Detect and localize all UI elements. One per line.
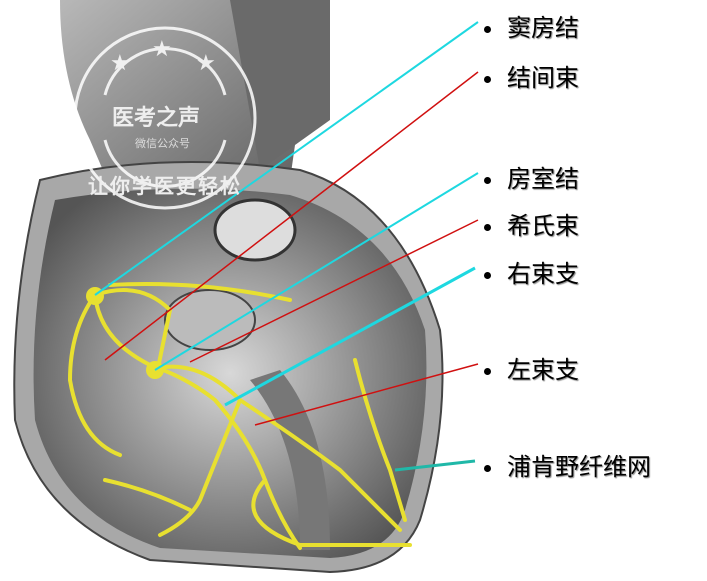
bullet-icon [484,224,491,231]
pointer-line-his-bundle [189,219,479,363]
pointer-line-right-bundle [224,266,476,407]
label-sa-node: 窦房结 [484,8,579,43]
label-av-node: 房室结 [484,159,579,194]
pointer-line-purkinje [394,459,476,472]
watermark-seal: ★ ★ ★ [73,26,257,210]
pointer-lines [94,21,479,472]
star-icons: ★ ★ ★ [110,37,216,76]
watermark-slogan: 让你学医更轻松 [88,174,242,198]
bullet-icon [484,272,491,279]
label-text: 右束支 [507,260,579,288]
septum [250,370,330,550]
label-text: 房室结 [507,165,579,193]
label-text: 浦肯野纤维网 [507,453,651,481]
bullet-icon [484,76,491,83]
label-internodal-tract: 结间束 [484,58,579,93]
label-his-bundle: 希氏束 [484,206,579,241]
label-text: 结间束 [507,64,579,92]
watermark-title: 医考之声 [112,105,201,131]
svg-text:★: ★ [152,37,172,62]
bullet-icon [484,26,491,33]
bullet-icon [484,368,491,375]
pointer-line-av-node [154,172,479,371]
bullet-icon [484,465,491,472]
label-text: 左束支 [507,356,579,384]
label-left-bundle-branch: 左束支 [484,350,579,385]
label-purkinje-network: 浦肯野纤维网 [484,447,651,482]
pointer-line-left-bundle [254,363,479,426]
pointer-line-sa-node [94,21,479,296]
label-text: 窦房结 [507,14,579,42]
heart-interior [33,188,427,559]
svg-text:★: ★ [196,51,216,76]
aortic-valve [164,289,256,351]
label-right-bundle-branch: 右束支 [484,254,579,289]
label-text: 希氏束 [507,212,579,240]
conduction-system [67,282,412,550]
pointer-line-internodal [104,71,479,361]
bullet-icon [484,177,491,184]
watermark-subtitle: 微信公众号 [135,137,190,150]
svg-text:★: ★ [110,51,130,76]
pulmonary-valve [213,198,297,262]
